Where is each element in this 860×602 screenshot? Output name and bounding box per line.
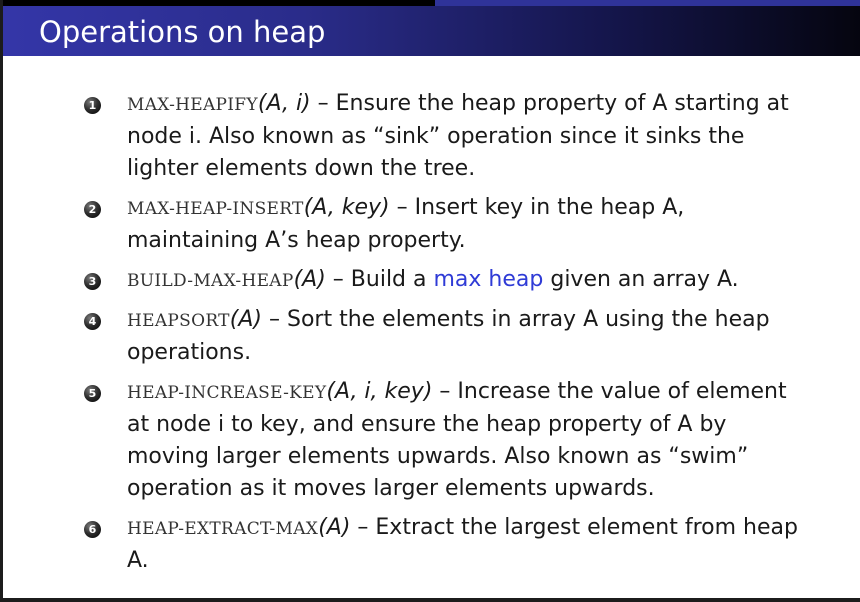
list-item: 1 MAX-HEAPIFY(A, i) – Ensure the heap pr…: [81, 88, 811, 185]
function-name: HEAP-INCREASE-KEY: [127, 383, 327, 403]
function-name: HEAP-EXTRACT-MAX: [127, 519, 319, 539]
function-name: HEAPSORT: [127, 311, 230, 331]
item-description: – Insert key in the heap A, maintaining …: [127, 195, 685, 253]
list-item: 5 HEAP-INCREASE-KEY(A, i, key) – Increas…: [81, 376, 811, 505]
list-item: 6 HEAP-EXTRACT-MAX(A) – Extract the larg…: [81, 512, 811, 577]
enum-bullet: 2: [84, 201, 101, 218]
function-name: BUILD-MAX-HEAP: [127, 271, 294, 291]
list-item: 3 BUILD-MAX-HEAP(A) – Build a max heap g…: [81, 264, 811, 297]
function-name: MAX-HEAP-INSERT: [127, 199, 304, 219]
list-item: 4 HEAPSORT(A) – Sort the elements in arr…: [81, 304, 811, 369]
function-args: (A): [293, 267, 326, 292]
enum-bullet: 4: [84, 313, 101, 330]
enum-bullet: 5: [84, 385, 101, 402]
max-heap-link[interactable]: max heap: [433, 267, 544, 292]
item-description-tail: given an array A.: [543, 267, 739, 292]
top-strip-accent: [435, 0, 860, 6]
enum-bullet: 6: [84, 521, 101, 538]
top-strip: [3, 0, 860, 6]
function-args: (A, i, key): [326, 379, 433, 404]
enum-bullet: 1: [84, 97, 101, 114]
slide: Operations on heap 1 MAX-HEAPIFY(A, i) –…: [3, 0, 860, 598]
function-args: (A, i): [257, 91, 311, 116]
item-description: – Build a: [325, 267, 434, 292]
function-args: (A): [229, 307, 262, 332]
function-args: (A, key): [303, 195, 390, 220]
slide-title: Operations on heap: [39, 15, 326, 49]
list-item: 2 MAX-HEAP-INSERT(A, key) – Insert key i…: [81, 192, 811, 257]
item-description: – Increase the value of element at node …: [127, 379, 787, 501]
enum-bullet: 3: [84, 273, 101, 290]
operations-list: 1 MAX-HEAPIFY(A, i) – Ensure the heap pr…: [81, 88, 811, 584]
item-description: – Extract the largest element from heap …: [127, 515, 798, 573]
function-args: (A): [318, 515, 351, 540]
item-description: – Sort the elements in array A using the…: [127, 307, 770, 365]
bottom-strip: [0, 598, 860, 602]
item-description: – Ensure the heap property of A starting…: [127, 91, 789, 181]
function-name: MAX-HEAPIFY: [127, 95, 258, 115]
title-bar: Operations on heap: [3, 6, 860, 56]
